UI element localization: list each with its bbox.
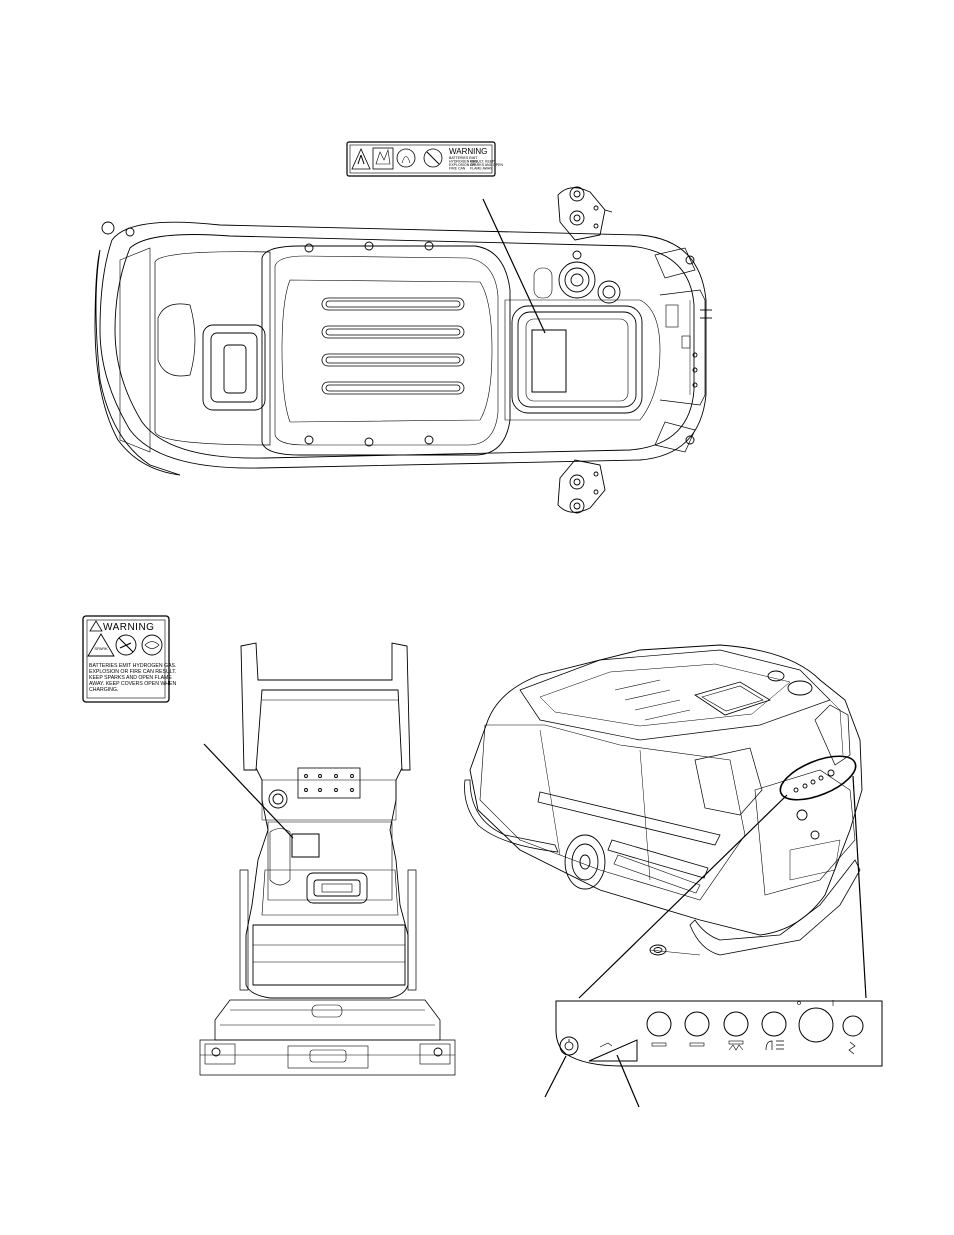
top-decal-line: BATTERIES EMIT — [449, 156, 478, 160]
machine-isometric-view — [464, 644, 863, 956]
machine-top-view — [94, 186, 712, 514]
explosion-icon — [372, 147, 394, 170]
side-warning-decal: WARNING SPARK BATTERIES EMIT HYDROGEN GA… — [82, 615, 176, 703]
top-decal-line: RESULT. KEEP — [470, 160, 495, 164]
side-decal-location — [291, 833, 320, 858]
eye-protection-icon — [141, 634, 163, 656]
panel-button — [684, 1011, 710, 1047]
panel-button-horn — [842, 1015, 864, 1055]
no-flame-icon — [396, 148, 416, 168]
panel-button — [761, 1011, 787, 1051]
side-decal-line: KEEP SPARKS AND OPEN FLAME — [89, 675, 172, 681]
top-warning-decal: WARNING BATTERIES EMIT HYDROGEN GAS. EXP… — [346, 141, 503, 177]
key-switch-icon — [559, 1036, 579, 1056]
no-smoking-icon — [115, 634, 137, 656]
top-decal-location — [531, 329, 567, 393]
panel-button — [723, 1011, 749, 1051]
top-decal-line: FLAME AWAY. — [470, 167, 493, 171]
svg-text:SPARK: SPARK — [94, 646, 108, 651]
side-decal-line: EXPLOSION OR FIRE CAN RESULT. — [89, 669, 176, 675]
top-decal-title: WARNING — [449, 147, 487, 156]
side-decal-line: CHARGING. — [89, 687, 118, 693]
spark-warning-icon — [351, 148, 371, 170]
key-switch-leader-line — [544, 1055, 567, 1098]
panel-button — [646, 1011, 672, 1047]
machine-rear-view — [199, 642, 456, 1076]
top-decal-leader-line — [482, 198, 546, 334]
side-decal-line: BATTERIES EMIT HYDROGEN GAS. — [89, 663, 176, 669]
floor-grooves — [321, 297, 465, 395]
side-decal-text-lines: BATTERIES EMIT HYDROGEN GAS. EXPLOSION O… — [89, 663, 176, 693]
speed-wedge-leader-line — [616, 1054, 640, 1108]
panel-leader-left — [578, 794, 788, 999]
panel-leader-right — [852, 775, 867, 999]
control-panel-decal — [555, 1000, 883, 1067]
warning-triangle-icon — [89, 620, 103, 632]
top-decal-line: SPARKS AND OPEN — [470, 163, 503, 167]
no-smoking-icon — [423, 148, 443, 168]
side-decal-line: AWAY. KEEP COVERS OPEN WHEN — [89, 681, 176, 687]
panel-button-large — [797, 1000, 834, 1043]
side-decal-title: WARNING — [103, 622, 154, 633]
top-decal-text-lines: BATTERIES EMIT HYDROGEN GAS. EXPLOSION O… — [449, 156, 503, 171]
speed-wedge-icon — [588, 1039, 638, 1062]
top-decal-line: HYDROGEN GAS. — [449, 160, 479, 164]
spark-warning-icon: SPARK — [87, 633, 115, 657]
top-decal-line: FIRE CAN — [449, 167, 466, 171]
control-panel-highlight — [779, 755, 857, 801]
top-decal-line: EXPLOSION OR — [449, 163, 476, 167]
side-decal-leader-line — [203, 743, 294, 839]
